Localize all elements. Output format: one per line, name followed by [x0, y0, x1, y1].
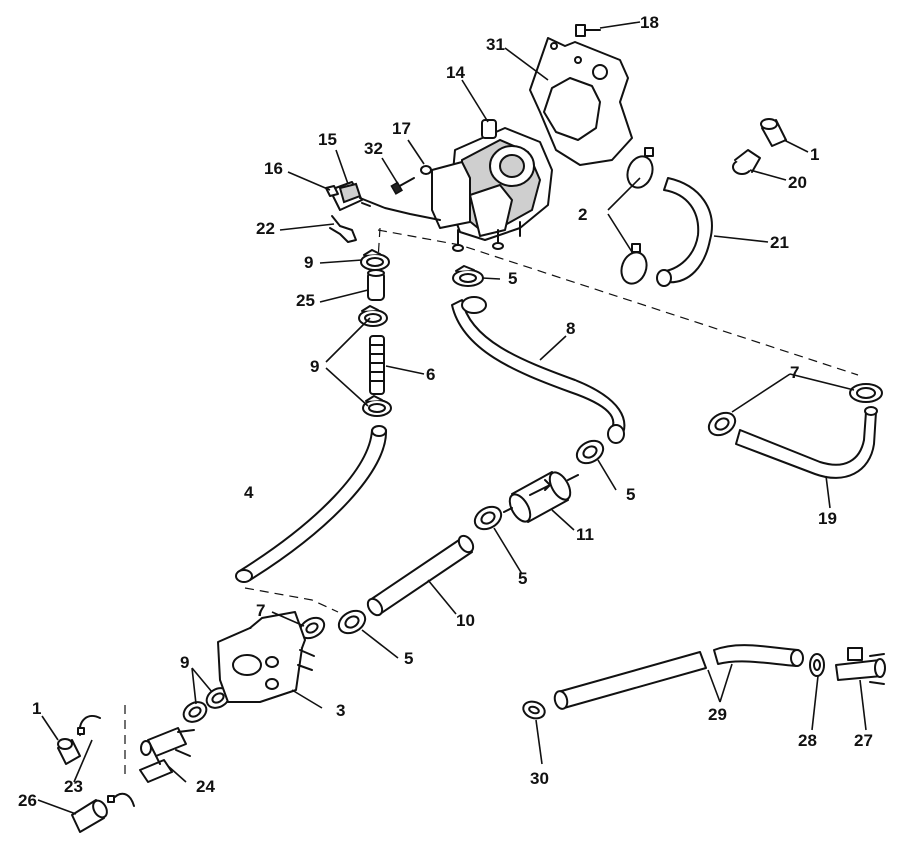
clip-22 [329, 215, 357, 243]
callout-7-right: 7 [790, 363, 799, 382]
callout-5-tank: 5 [404, 649, 413, 668]
callout-26: 26 [18, 791, 37, 810]
callout-3: 3 [336, 701, 345, 720]
callout-29: 29 [708, 705, 727, 724]
callout-6: 6 [426, 365, 435, 384]
callout-9-mid: 9 [310, 357, 319, 376]
callout-32: 32 [364, 139, 383, 158]
callout-17: 17 [392, 119, 411, 138]
hose-8 [451, 296, 626, 444]
callout-1-top: 1 [810, 145, 819, 164]
connector-25 [367, 269, 385, 301]
tee-connector-24 [139, 727, 195, 783]
callout-10: 10 [456, 611, 475, 630]
callout-labels: 18 31 14 17 15 32 16 22 9 25 9 6 5 8 1 2… [18, 13, 873, 810]
fuel-separator-3 [217, 611, 315, 703]
inline-filter-6 [369, 335, 385, 395]
fuel-filter-11 [503, 471, 579, 523]
callout-21: 21 [770, 233, 789, 252]
hose-29 [553, 644, 804, 710]
callout-23: 23 [64, 777, 83, 796]
fitting-27 [835, 647, 886, 685]
primer-solenoid [325, 181, 441, 221]
callout-25: 25 [296, 291, 315, 310]
callout-8: 8 [566, 319, 575, 338]
callout-5-filter-left: 5 [518, 569, 527, 588]
callout-19: 19 [818, 509, 837, 528]
callout-1-bottom: 1 [32, 699, 41, 718]
bolt [575, 24, 601, 37]
hose-19 [735, 406, 878, 479]
callout-9-tank: 9 [180, 653, 189, 672]
callout-5-filter-right: 5 [626, 485, 635, 504]
screw-and-washer [390, 165, 432, 195]
callout-11: 11 [576, 525, 594, 544]
mounting-bracket [529, 37, 633, 166]
callout-24: 24 [196, 777, 215, 796]
callout-27: 27 [854, 731, 873, 750]
cap-and-fitting [732, 118, 787, 175]
callout-9-top: 9 [304, 253, 313, 272]
callout-14: 14 [446, 63, 465, 82]
callout-18: 18 [640, 13, 659, 32]
leader-lines [37, 21, 867, 815]
hose-10 [366, 534, 475, 617]
callout-2: 2 [578, 205, 587, 224]
clips-2 [620, 147, 654, 285]
callout-7-left: 7 [256, 601, 265, 620]
callout-30: 30 [530, 769, 549, 788]
callout-31: 31 [486, 35, 505, 54]
callout-5-pump: 5 [508, 269, 517, 288]
hose-clamps [182, 249, 883, 723]
callout-28: 28 [798, 731, 817, 750]
hose-4 [235, 425, 388, 583]
callout-4: 4 [244, 483, 254, 502]
hose-21 [656, 177, 713, 287]
fuel-pump [431, 119, 553, 252]
callout-20: 20 [788, 173, 807, 192]
clips-23-caps [57, 715, 135, 833]
callout-16: 16 [264, 159, 283, 178]
callout-22: 22 [256, 219, 275, 238]
callout-15: 15 [318, 130, 337, 149]
